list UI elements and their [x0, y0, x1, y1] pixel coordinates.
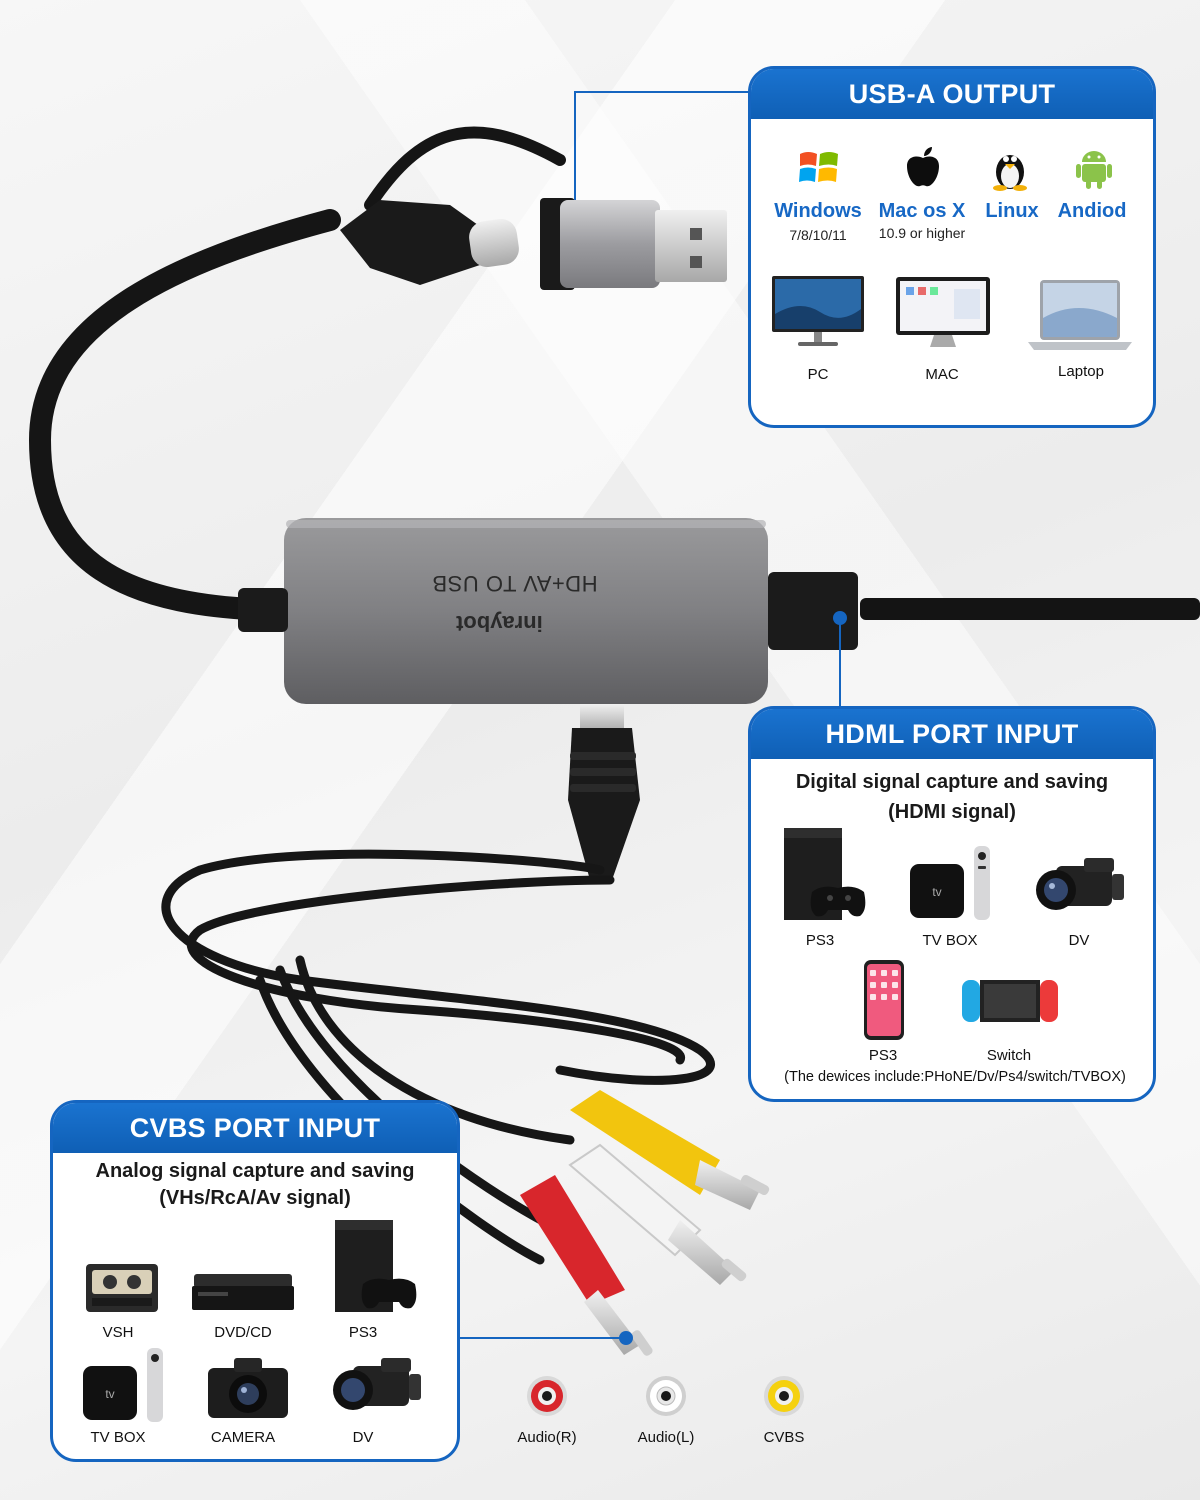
dvd-player-icon — [192, 1274, 294, 1310]
cvbs-device-label-vsh: VSH — [102, 1324, 134, 1341]
usb-c-plug — [469, 218, 519, 268]
android-robot-icon — [1076, 151, 1112, 189]
jack-label-cvbs: CVBS — [763, 1429, 805, 1446]
mac-monitor-icon — [896, 277, 990, 347]
os-name-linux: Linux — [985, 200, 1039, 222]
usb-panel-title: USB-A OUTPUT — [751, 69, 1153, 119]
hdmi-device-label-phone: PS3 — [868, 1047, 898, 1064]
svg-text:tv: tv — [932, 885, 941, 899]
camcorder-icon — [333, 1358, 421, 1410]
rca-plug-yellow — [570, 1090, 770, 1210]
hdmi-device-label-switch: Switch — [986, 1047, 1032, 1064]
smartphone-icon — [864, 960, 904, 1040]
game-console-icon — [335, 1220, 417, 1312]
camcorder-icon — [1036, 858, 1124, 910]
device-brand-text: inraybot — [456, 611, 543, 636]
audio-r-jack-icon — [527, 1376, 567, 1416]
usb-c-boot — [340, 200, 485, 285]
hdmi-devices-note: (The dewices include:PHoNE/Dv/Ps4/switch… — [784, 1069, 1126, 1085]
vhs-player-icon — [86, 1264, 158, 1312]
usb-a-plug — [655, 210, 727, 282]
game-console-icon — [784, 828, 866, 920]
hdmi-subtitle-2: (HDMI signal) — [888, 801, 1016, 823]
cvbs-device-label-ps3: PS3 — [348, 1324, 378, 1341]
switch-console-icon — [962, 980, 1058, 1022]
tv-box-icon: tv — [83, 1348, 163, 1422]
cvbs-device-label-tvbox: TV BOX — [90, 1429, 146, 1446]
tv-box-icon: tv — [910, 846, 990, 920]
dongle-usb-connector — [768, 572, 858, 650]
right-cable — [860, 598, 1200, 620]
os-name-mac: Mac os X — [878, 200, 966, 222]
cvbs-device-label-dv: DV — [352, 1429, 374, 1446]
svg-text:tv: tv — [105, 1387, 114, 1401]
cvbs-device-label-camera: CAMERA — [210, 1429, 276, 1446]
hdmi-device-label-dv: DV — [1068, 932, 1090, 949]
cvbs-jack-icon — [764, 1376, 804, 1416]
av-cable-boot — [568, 728, 640, 880]
jack-label-audio-r: Audio(R) — [517, 1429, 577, 1446]
hdmi-device-label-ps3: PS3 — [805, 932, 835, 949]
cvbs-panel-title: CVBS PORT INPUT — [53, 1103, 457, 1153]
apple-logo-icon — [907, 147, 939, 187]
audio-l-jack-icon — [646, 1376, 686, 1416]
os-version-windows: 7/8/10/11 — [789, 227, 847, 243]
hdmi-device-label-tvbox: TV BOX — [922, 932, 978, 949]
windows-logo-icon — [799, 152, 838, 182]
thin-cable — [364, 126, 566, 211]
cvbs-subtitle-2: (VHs/RcA/Av signal) — [159, 1187, 351, 1209]
camera-icon — [208, 1358, 288, 1418]
rca-plug-white — [568, 1143, 747, 1285]
laptop-icon — [1028, 280, 1132, 350]
os-name-android: Andiod — [1057, 200, 1127, 222]
os-name-windows: Windows — [774, 200, 862, 222]
hdmi-panel-title: HDML PORT INPUT — [751, 709, 1153, 759]
computer-label-pc: PC — [807, 366, 829, 383]
capture-dongle-body — [284, 518, 768, 704]
pc-monitor-icon — [772, 276, 864, 346]
computer-label-laptop: Laptop — [1058, 363, 1104, 380]
usb-cable — [28, 209, 341, 621]
os-version-mac: 10.9 or higher — [878, 225, 966, 241]
device-model-text: HD+AV TO USB — [432, 571, 598, 596]
cvbs-subtitle-1: Analog signal capture and saving — [95, 1160, 415, 1182]
cvbs-device-label-dvd: DVD/CD — [214, 1324, 272, 1341]
usb-a-housing — [560, 200, 660, 288]
usb-output-panel: USB-A OUTPUT — [748, 66, 1156, 428]
linux-tux-icon — [993, 155, 1027, 191]
hdmi-subtitle-1: Digital signal capture and saving — [795, 771, 1109, 793]
jack-label-audio-l: Audio(L) — [637, 1429, 695, 1446]
computer-label-mac: MAC — [925, 366, 959, 383]
